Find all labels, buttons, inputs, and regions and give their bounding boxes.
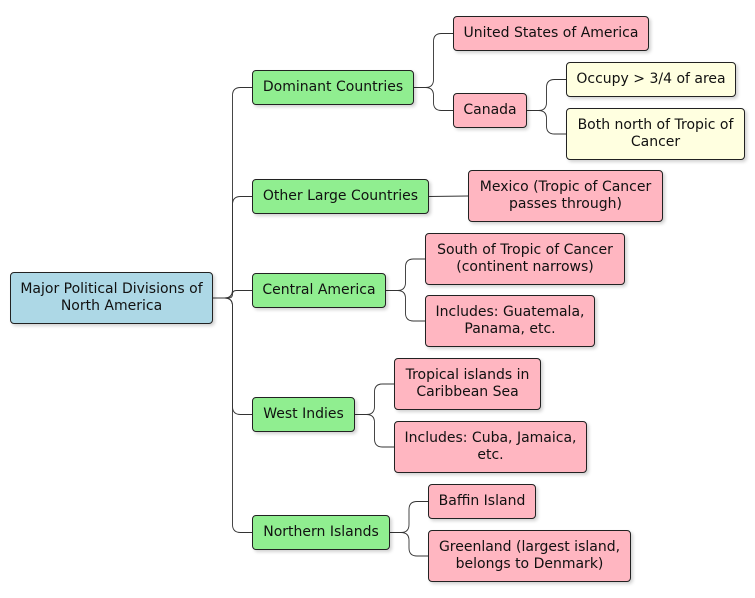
leaf-westindies-includes: Includes: Cuba, Jamaica, etc. [394,421,587,473]
connector-westindies-tropical [355,383,394,415]
connector-dominant-canada [414,87,453,111]
branch-northern-islands: Northern Islands [252,515,390,550]
connector-root-northern-islands [213,297,252,533]
leaf-central-south-of-tropic: South of Tropic of Cancer (continent nar… [425,233,625,285]
connector-central-south [386,258,425,291]
connector-westindies-includes [355,414,394,448]
connector-root-other-large-countries [213,196,252,299]
root-node: Major Political Divisions of North Ameri… [10,272,213,324]
branch-dominant-countries: Dominant Countries [252,70,414,105]
connector-other-mexico [428,195,469,197]
connector-canada-tropic [527,110,566,135]
leaf-mexico: Mexico (Tropic of Cancer passes through) [468,170,663,222]
branch-other-large-countries: Other Large Countries [252,179,429,214]
leaf-canada-tropic: Both north of Tropic of Cancer [566,108,745,160]
connector-root-central-america [213,290,252,299]
branch-central-america: Central America [252,273,386,308]
leaf-united-states: United States of America [453,16,649,51]
leaf-tropical-islands: Tropical islands in Caribbean Sea [394,358,541,410]
connector-dominant-usa [414,33,453,88]
branch-west-indies: West Indies [252,397,355,432]
connector-northern-greenland [390,532,428,557]
connector-central-includes [386,290,425,322]
leaf-baffin-island: Baffin Island [428,484,536,519]
leaf-greenland: Greenland (largest island, belongs to De… [428,530,631,582]
leaf-central-includes: Includes: Guatemala, Panama, etc. [425,295,595,347]
leaf-canada-area: Occupy > 3/4 of area [566,62,736,97]
leaf-canada: Canada [453,93,527,128]
connector-northern-baffin [390,501,428,533]
connector-canada-area [527,79,566,111]
